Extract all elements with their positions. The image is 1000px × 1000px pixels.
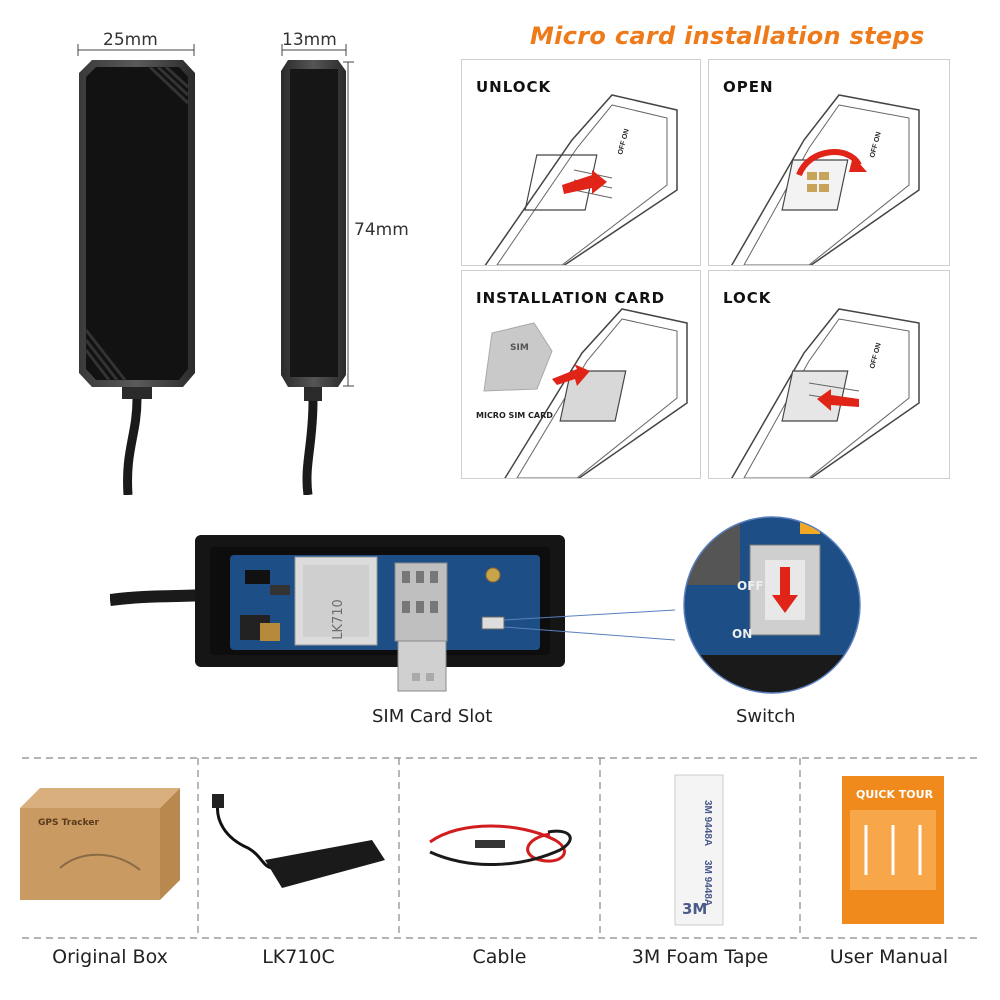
board-chip-text: LK710	[330, 599, 346, 640]
svg-text:OFF ON: OFF ON	[869, 342, 883, 369]
installation-card-illustration	[483, 308, 688, 478]
step-label-installation-card: INSTALLATION CARD	[476, 289, 666, 307]
tape-text: 3M	[682, 900, 708, 918]
thickness-label: 13mm	[282, 30, 337, 50]
step-label-open: OPEN	[723, 78, 774, 96]
sim-card-text: SIM	[510, 343, 529, 353]
width-dimension-line	[77, 44, 195, 56]
unlock-illustration: OFF ON	[484, 94, 678, 265]
manual-title: QUICK TOUR	[856, 788, 934, 801]
foam-tape-image: 3M 9448A 3M 9448A	[674, 774, 724, 926]
zoom-off-label: OFF	[737, 579, 764, 593]
accessory-label-foam-tape: 3M Foam Tape	[631, 946, 769, 968]
cable-image	[429, 824, 572, 866]
step-panel-unlock: UNLOCK OFF ON	[461, 59, 701, 266]
svg-text:OFF ON: OFF ON	[869, 131, 883, 158]
thickness-dimension-line	[281, 44, 347, 56]
accessory-label-user-manual: User Manual	[829, 946, 949, 968]
svg-text:3M 9448A: 3M 9448A	[702, 860, 713, 906]
sim-card-slot-caption: SIM Card Slot	[372, 706, 493, 727]
length-dimension-line	[343, 61, 354, 387]
accessories-grid: 3M 9448A 3M 9448A	[20, 757, 978, 939]
switch-caption: Switch	[736, 706, 796, 727]
micro-sim-card-label: MICRO SIM CARD	[476, 411, 553, 420]
accessory-label-cable: Cable	[472, 946, 527, 968]
accessory-label-device: LK710C	[262, 946, 335, 968]
board-section-graphics	[110, 516, 861, 694]
box-image	[20, 788, 180, 900]
zoom-on-label: ON	[732, 627, 753, 641]
installation-steps-title: Micro card installation steps	[530, 22, 925, 50]
svg-text:3M 9448A: 3M 9448A	[702, 800, 713, 846]
length-label: 74mm	[354, 220, 409, 240]
svg-text:OFF ON: OFF ON	[617, 128, 631, 155]
device-side-view	[281, 60, 346, 495]
step-panel-open: OPEN OFF ON	[708, 59, 950, 266]
step-label-unlock: UNLOCK	[476, 78, 552, 96]
device-front-view	[79, 60, 195, 495]
step-label-lock: LOCK	[723, 289, 772, 307]
manual-image	[842, 776, 944, 924]
open-illustration: OFF ON	[731, 94, 920, 265]
device-image	[212, 794, 385, 888]
lock-illustration: OFF ON	[731, 308, 920, 478]
box-text: GPS Tracker	[38, 818, 99, 828]
step-panel-installation-card: INSTALLATION CARD SIM MICRO SIM CARD	[461, 270, 701, 479]
width-label: 25mm	[103, 30, 158, 50]
step-panel-lock: LOCK OFF ON	[708, 270, 950, 479]
accessory-label-box: Original Box	[52, 946, 168, 968]
